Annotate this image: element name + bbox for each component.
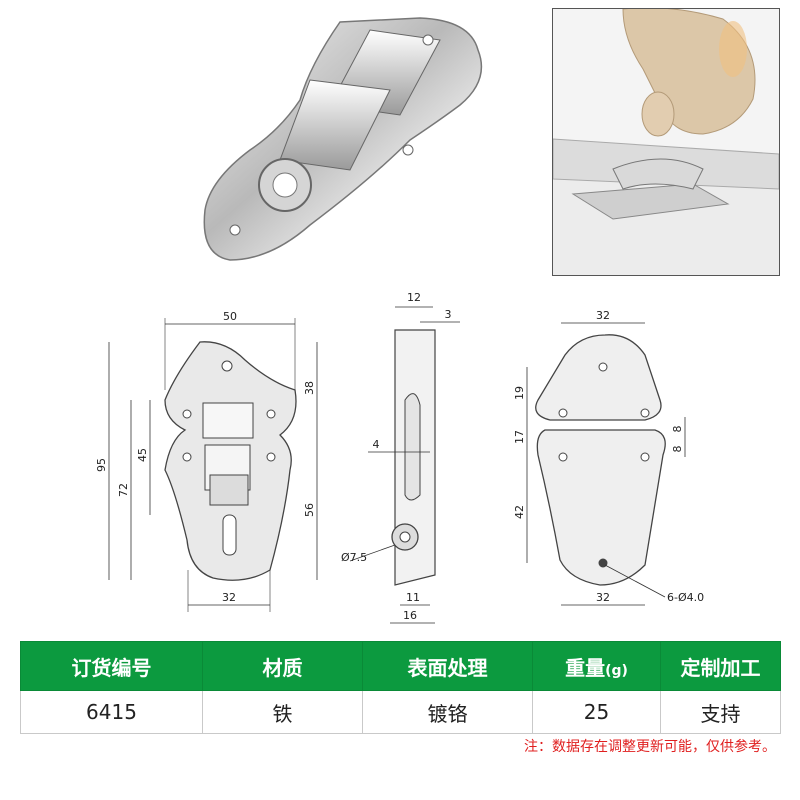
header-weight: 重量(g) (532, 641, 661, 691)
front-view-drawing: 50 32 95 72 45 38 56 (95, 310, 318, 612)
value-order-number: 6415 (20, 690, 203, 734)
dim-depth-3: 3 (445, 308, 452, 321)
back-dim-h8b: 8 (671, 446, 684, 453)
header-customization: 定制加工 (660, 641, 781, 691)
dim-bottom-11: 11 (406, 591, 420, 604)
back-dim-width-top: 32 (596, 309, 610, 322)
header-weight-label: 重量 (565, 655, 606, 680)
dim-bottom-16: 16 (403, 609, 417, 622)
dim-height-56: 56 (303, 503, 316, 517)
dim-height-72: 72 (117, 483, 130, 497)
dim-height-total: 95 (95, 458, 108, 472)
dim-height-45: 45 (136, 448, 149, 462)
hand-opening-latch-illustration (552, 7, 780, 275)
side-view-drawing: 12 3 4 Ø7.5 11 16 (341, 291, 460, 624)
header-order-number: 订货编号 (20, 641, 203, 691)
latch-product-render (203, 17, 483, 261)
back-dim-h17: 17 (513, 430, 526, 444)
back-dim-h19: 19 (513, 386, 526, 400)
value-customization: 支持 (660, 690, 781, 734)
usage-illustration (552, 7, 780, 276)
dim-width-bottom: 32 (222, 591, 236, 604)
header-material: 材质 (202, 641, 363, 691)
back-view-drawing: 32 32 19 17 42 8 8 6-Ø4.0 (513, 309, 704, 606)
value-material: 铁 (202, 690, 363, 734)
value-surface-treatment: 镀铬 (362, 690, 533, 734)
header-surface-treatment: 表面处理 (362, 641, 533, 691)
dim-height-38: 38 (303, 381, 316, 395)
spec-table: 订货编号 材质 表面处理 重量(g) 定制加工 6415 铁 镀铬 25 支持 (20, 641, 781, 734)
value-weight: 25 (532, 690, 661, 734)
back-dim-width-bottom: 32 (596, 591, 610, 604)
disclaimer-note: 注：数据存在调整更新可能，仅供参考。 (524, 739, 776, 755)
spec-value-row: 6415 铁 镀铬 25 支持 (20, 690, 781, 734)
back-dim-holes: 6-Ø4.0 (667, 591, 704, 604)
back-dim-h42: 42 (513, 505, 526, 519)
back-dim-h8a: 8 (671, 426, 684, 433)
spec-header-row: 订货编号 材质 表面处理 重量(g) 定制加工 (20, 641, 781, 691)
header-weight-unit: (g) (605, 662, 628, 679)
dim-ring-diameter: Ø7.5 (341, 551, 367, 564)
dim-width-top: 50 (223, 310, 237, 323)
dim-offset-4: 4 (373, 438, 380, 451)
dim-depth-12: 12 (407, 291, 421, 304)
